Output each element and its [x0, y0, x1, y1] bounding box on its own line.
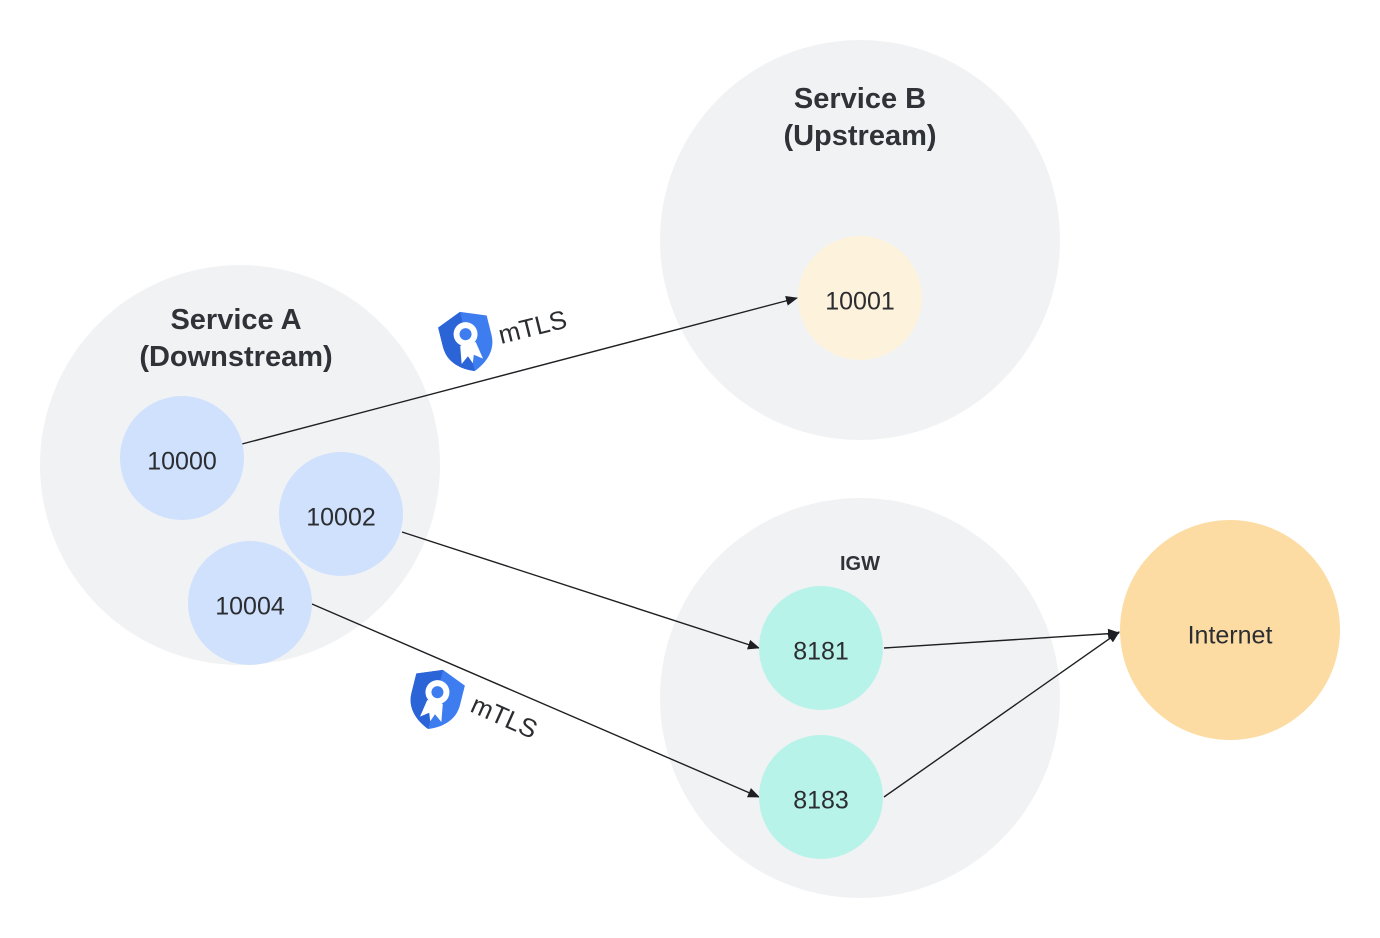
port-10000-node[interactable]: [120, 396, 244, 520]
edge-8183-to-internet: [883, 631, 1120, 798]
igw-title: IGW: [840, 553, 880, 575]
edge-10004-to-8183: [311, 603, 760, 798]
service-b-subtitle: (Upstream): [783, 120, 936, 152]
port-8181-node[interactable]: [759, 586, 883, 710]
port-8181-label: 8181: [793, 638, 849, 666]
edge-10002-to-8181: [401, 531, 760, 650]
port-10004-node[interactable]: [188, 541, 312, 665]
mtls-badge-top: mTLS: [438, 304, 570, 372]
port-10004-label: 10004: [215, 593, 285, 621]
port-10002-node[interactable]: [279, 452, 403, 576]
port-10000-label: 10000: [147, 448, 217, 476]
port-10001-label: 10001: [825, 288, 895, 316]
service-b-title: Service B: [794, 83, 926, 115]
certificate-shield-icon: [410, 669, 465, 730]
edge-10000-to-10001: [241, 295, 798, 445]
mtls-badge-bottom: mTLS: [410, 669, 543, 745]
port-10002-label: 10002: [306, 504, 376, 532]
mtls-label-top: mTLS: [495, 304, 570, 350]
port-8183-label: 8183: [793, 787, 849, 815]
mtls-label-bottom: mTLS: [467, 689, 543, 745]
service-a-subtitle: (Downstream): [139, 341, 332, 373]
port-8183-node[interactable]: [759, 735, 883, 859]
edge-8181-to-internet: [883, 628, 1120, 649]
internet-label: Internet: [1188, 622, 1273, 650]
port-10001-node[interactable]: [798, 236, 922, 360]
internet-node[interactable]: [1120, 520, 1340, 740]
service-a-title: Service A: [170, 304, 301, 336]
certificate-shield-icon: [438, 311, 493, 372]
